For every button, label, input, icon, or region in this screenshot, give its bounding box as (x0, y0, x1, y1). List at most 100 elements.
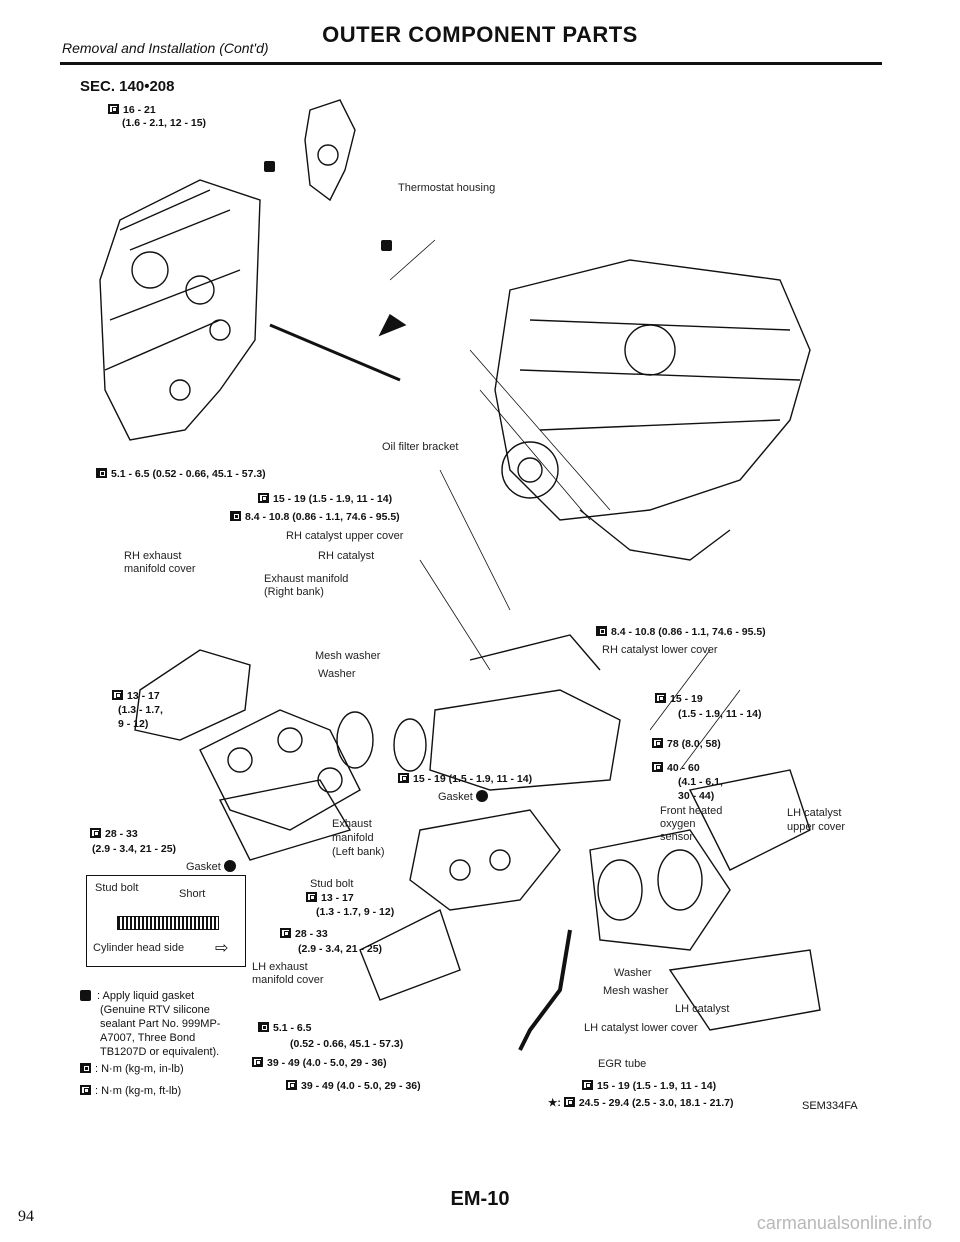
torque-spec: 39 - 49 (4.0 - 5.0, 29 - 36) (252, 1057, 387, 1069)
torque-spec: 13 - 17 (112, 690, 160, 702)
label-front-heated-oxygen-sensor: oxygen (660, 818, 696, 830)
gasket-left (218, 779, 352, 861)
arrow-right-icon: ⇨ (215, 940, 229, 957)
label-front-heated-oxygen-sensor: Front heated (660, 805, 723, 817)
torque-spec: 5.1 - 6.5 (258, 1022, 312, 1034)
label-front-heated-oxygen-sensor: sensor (660, 831, 694, 843)
torque-spec: 9 - 12) (118, 718, 149, 730)
legend-line: TB1207D or equivalent). (100, 1046, 220, 1058)
torque-spec: (1.5 - 1.9, 11 - 14) (678, 708, 762, 720)
torque-icon (652, 738, 663, 748)
torque-spec: 15 - 19 (1.5 - 1.9, 11 - 14) (582, 1080, 716, 1092)
section-code: SEC. 140•208 (80, 78, 175, 95)
label-thermostat-housing: Thermostat housing (398, 182, 496, 194)
legend-liquid-gasket: : Apply liquid gasket (80, 990, 194, 1003)
torque-icon (252, 1057, 263, 1067)
torque-spec: 15 - 19 (1.5 - 1.9, 11 - 14) (398, 773, 532, 785)
torque-nm-icon (80, 1063, 91, 1073)
engine-component-diagram (99, 99, 821, 1051)
page-title: OUTER COMPONENT PARTS (322, 22, 638, 47)
label-lh-catalyst-upper-cover: upper cover (787, 821, 846, 833)
mesh-washer-ring (336, 711, 374, 769)
label-exhaust-manifold-right: (Right bank) (264, 586, 324, 598)
rh-catalyst (429, 689, 621, 791)
torque-spec: 39 - 49 (4.0 - 5.0, 29 - 36) (286, 1080, 421, 1092)
torque-icon (80, 1085, 91, 1095)
torque-nm-icon (96, 468, 107, 478)
label-rh-exhaust-manifold-cover: RH exhaust (124, 550, 182, 562)
label-rh-catalyst-upper-cover: RH catalyst upper cover (286, 530, 404, 542)
torque-spec: (2.9 - 3.4, 21 - 25) (298, 943, 383, 955)
header-rule (60, 62, 882, 65)
label-exhaust-manifold-left: Exhaust (332, 818, 372, 830)
label-lh-catalyst-upper-cover: LH catalyst (787, 807, 842, 819)
lh-catalyst-lower-cover (668, 949, 821, 1031)
torque-icon (280, 928, 291, 938)
torque-spec: 5.1 - 6.5 (0.52 - 0.66, 45.1 - 57.3) (96, 468, 266, 480)
torque-spec: 15 - 19 (1.5 - 1.9, 11 - 14) (258, 493, 392, 505)
torque-spec: 40 - 60 (652, 762, 700, 774)
torque-icon (90, 828, 101, 838)
legend-nm-kgm-ftlb: : N·m (kg-m, ft-lb) (80, 1085, 181, 1098)
box-short-label: Short (179, 888, 206, 900)
label-mesh-washer: Mesh washer (603, 985, 669, 997)
page-subtitle: Removal and Installation (Cont'd) (62, 40, 269, 56)
rh-exhaust-manifold-cover (134, 649, 251, 741)
stud-bolt-orientation-box: Stud bolt Short Cylinder head side ⇨ (86, 875, 246, 967)
label-washer: Washer (318, 668, 356, 680)
label-lh-exhaust-manifold-cover: LH exhaust (252, 961, 308, 973)
liquid-gasket-icon (261, 157, 275, 175)
torque-spec: 13 - 17 (306, 892, 354, 904)
liquid-gasket-icon (80, 990, 91, 1001)
label-lh-catalyst: LH catalyst (675, 1003, 730, 1015)
label-rh-exhaust-manifold-cover: manifold cover (124, 563, 196, 575)
label-exhaust-manifold-right: Exhaust manifold (264, 573, 349, 585)
gasket-replace-icon (223, 860, 236, 872)
torque-icon (655, 693, 666, 703)
figure-id: SEM334FA (802, 1100, 858, 1112)
manual-page-code: EM-10 (450, 1188, 510, 1210)
torque-spec: 78 (8.0, 58) (652, 738, 721, 750)
exhaust-manifold-right (199, 709, 361, 831)
direction-arrow (269, 323, 401, 382)
torque-icon (563, 1097, 575, 1107)
torque-icon (258, 493, 269, 503)
page-number: 94 (18, 1208, 34, 1225)
legend-line: sealant Part No. 999MP- (100, 1018, 221, 1030)
label-egr-tube: EGR tube (598, 1058, 647, 1070)
label-lh-exhaust-manifold-cover: manifold cover (252, 974, 324, 986)
torque-icon (306, 892, 317, 902)
engine-block-right (494, 259, 811, 521)
torque-nm-icon (596, 626, 607, 636)
lh-catalyst (589, 829, 731, 951)
torque-icon (398, 773, 409, 783)
label-rh-catalyst-lower-cover: RH catalyst lower cover (602, 644, 718, 656)
label-washer: Washer (614, 967, 652, 979)
torque-spec: (1.3 - 1.7, (118, 704, 163, 716)
label-lh-catalyst-lower-cover: LH catalyst lower cover (584, 1022, 698, 1034)
torque-nm-icon (230, 511, 241, 521)
label-mesh-washer: Mesh washer (315, 650, 381, 662)
torque-spec: (1.6 - 2.1, 12 - 15) (122, 117, 207, 129)
torque-icon (582, 1080, 593, 1090)
box-cylinder-head-side-label: Cylinder head side (93, 942, 185, 954)
torque-nm-icon (258, 1022, 269, 1032)
torque-spec: 28 - 33 (90, 828, 138, 840)
torque-spec: 8.4 - 10.8 (0.86 - 1.1, 74.6 - 95.5) (596, 626, 766, 638)
lh-exhaust-manifold-cover (359, 909, 461, 1001)
legend-nm-kgm-inlb: : N·m (kg-m, in-lb) (80, 1063, 184, 1076)
torque-spec: (0.52 - 0.66, 45.1 - 57.3) (290, 1038, 404, 1050)
label-exhaust-manifold-left: manifold (332, 832, 374, 844)
torque-spec: (1.3 - 1.7, 9 - 12) (316, 906, 395, 918)
engine-block-left (99, 179, 261, 441)
thermostat-housing (304, 99, 356, 202)
torque-spec: (2.9 - 3.4, 21 - 25) (92, 843, 177, 855)
legend-line: (Genuine RTV silicone (100, 1004, 210, 1016)
torque-spec: 30 - 44) (678, 790, 715, 802)
label-stud-bolt: Stud bolt (310, 878, 354, 890)
label-exhaust-manifold-left: (Left bank) (332, 846, 385, 858)
stud-bolt-graphic (117, 916, 219, 930)
lh-catalyst-upper-cover (688, 769, 811, 871)
torque-spec: 15 - 19 (655, 693, 703, 705)
torque-spec: 8.4 - 10.8 (0.86 - 1.1, 74.6 - 95.5) (230, 511, 400, 523)
